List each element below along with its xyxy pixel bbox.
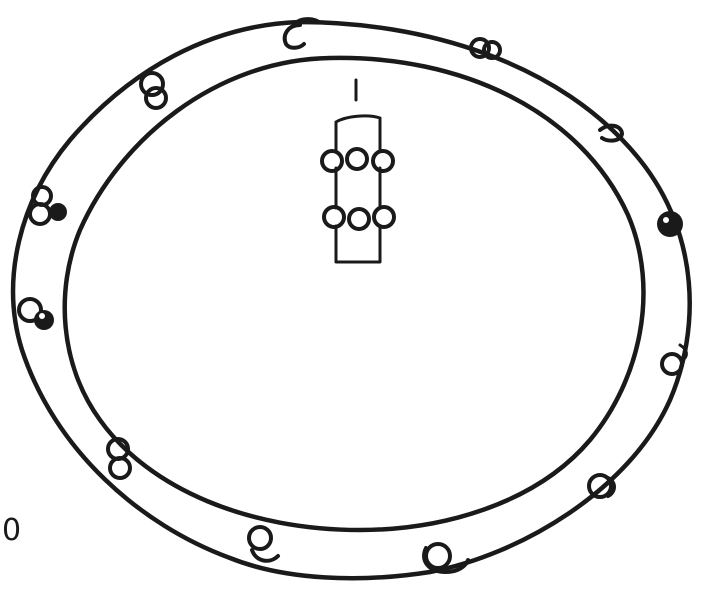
ring-bead [657, 211, 683, 237]
ring-bead [19, 299, 54, 330]
stalk-bead-row [324, 207, 394, 229]
inner-ring [65, 58, 644, 530]
central-stalk [322, 80, 394, 262]
stalk-outline [336, 116, 380, 262]
ring-bead [141, 73, 166, 108]
ring-beads [19, 19, 686, 572]
corner-mark: 0 [2, 513, 21, 548]
outer-ring [13, 22, 690, 578]
ring-bead [30, 187, 67, 224]
ring-bead [249, 527, 278, 561]
stalk-bead-row [322, 149, 393, 171]
